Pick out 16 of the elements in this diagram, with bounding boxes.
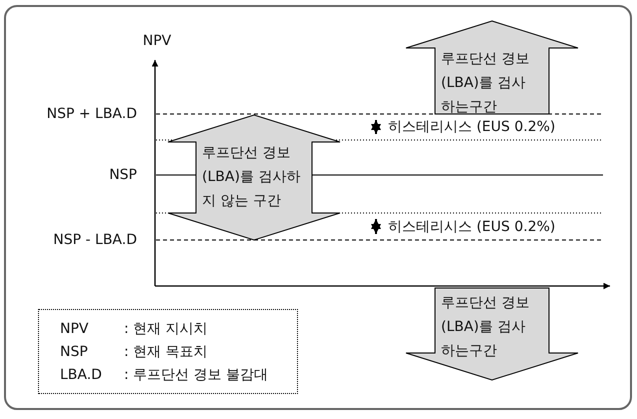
legend-term: NSP xyxy=(60,344,88,360)
arrow-text: 루프단선 경보 (LBA)를 검사 하는구간 xyxy=(441,294,530,361)
legend-description: : 현재 지시치 xyxy=(124,321,208,337)
axis-label: NPV xyxy=(142,33,172,49)
legend-description: : 현재 목표치 xyxy=(124,344,208,360)
level-label: NSP - LBA.D xyxy=(53,232,137,248)
legend-box xyxy=(38,309,298,394)
level-label: NSP + LBA.D xyxy=(46,106,137,122)
legend-term: NPV xyxy=(60,321,88,337)
hysteresis-label: 히스테리시스 (EUS 0.2%) xyxy=(388,119,556,135)
legend-term: LBA.D xyxy=(60,367,102,383)
legend-description: : 루프단선 경보 불감대 xyxy=(124,367,268,383)
level-label: NSP xyxy=(109,167,137,183)
hysteresis-label: 히스테리시스 (EUS 0.2%) xyxy=(388,219,556,235)
arrow-text: 루프단선 경보 (LBA)를 검사 하는구간 xyxy=(441,50,530,117)
arrow-text: 루프단선 경보 (LBA)를 검사하 지 않는 구간 xyxy=(202,144,302,211)
